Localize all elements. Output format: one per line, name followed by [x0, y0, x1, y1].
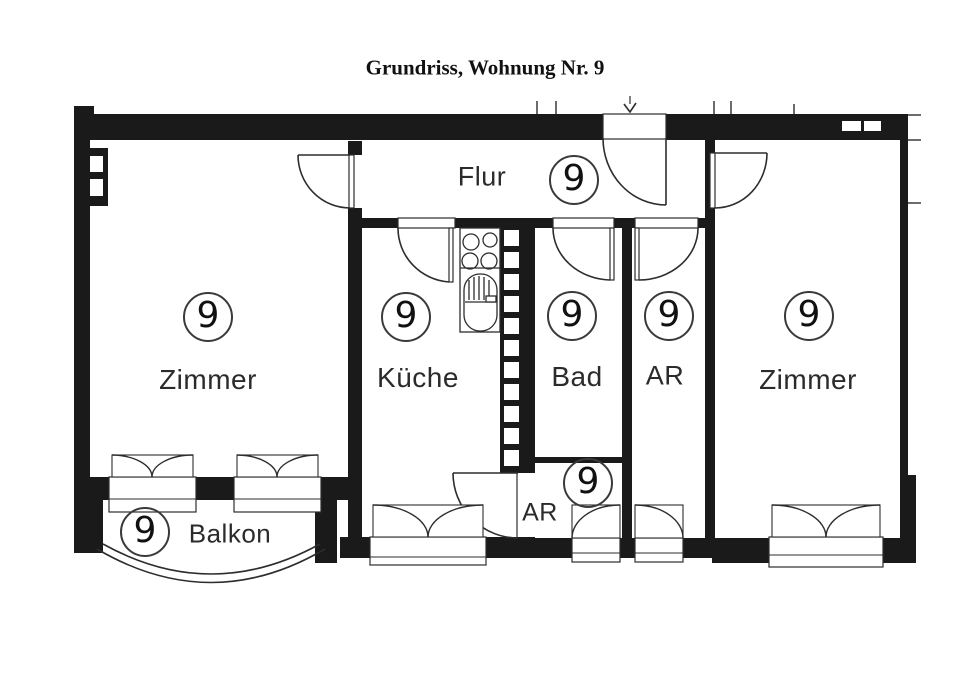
room-label-zimmer-right: Zimmer: [759, 364, 857, 395]
door-zimmer-left: [297, 154, 355, 209]
window-ar-upper: [634, 504, 684, 563]
room-number-badge-zimmer-right: 9: [784, 291, 834, 341]
room-number-badge-flur: 9: [549, 155, 599, 205]
room-label-bad: Bad: [551, 361, 603, 392]
balcony-left-pillar: [74, 477, 103, 553]
room-number-badge-kueche: 9: [381, 292, 431, 342]
doors: [297, 113, 768, 539]
wall-inserts: [90, 121, 881, 466]
door-ar-upper: [634, 217, 699, 281]
sink-icon: [463, 273, 498, 332]
room-label-kueche: Küche: [377, 362, 459, 393]
window-zimmer-left-1: [108, 454, 197, 513]
room-number-badge-balkon: 9: [120, 507, 170, 557]
room-label-zimmer-left: Zimmer: [159, 364, 257, 395]
room-number-badge-bad: 9: [547, 291, 597, 341]
dimension-ticks: [536, 101, 921, 204]
stove-icon: [461, 232, 498, 270]
room-label-ar-lower: AR: [522, 498, 558, 527]
room-number-badge-ar-lower: 9: [563, 458, 613, 508]
room-label-balkon: Balkon: [188, 518, 272, 549]
entrance-arrow-icon: [623, 96, 637, 114]
kitchen-fixtures: [459, 227, 501, 333]
door-zimmer-right: [709, 152, 768, 209]
door-bad: [552, 217, 615, 281]
room-number-badge-zimmer-left: 9: [183, 292, 233, 342]
room-label-flur: Flur: [457, 161, 507, 192]
door-kueche: [397, 217, 456, 283]
window-zimmer-right: [768, 504, 884, 568]
windows: [108, 454, 884, 568]
window-kueche: [369, 504, 487, 566]
window-ar-lower: [571, 504, 621, 563]
room-number-badge-ar-upper: 9: [644, 291, 694, 341]
balcony-railing: [96, 543, 326, 584]
door-entrance: [602, 113, 667, 206]
window-zimmer-left-2: [233, 454, 322, 513]
room-label-ar-upper: AR: [645, 360, 685, 391]
page-title: Grundriss, Wohnung Nr. 9: [365, 55, 605, 80]
